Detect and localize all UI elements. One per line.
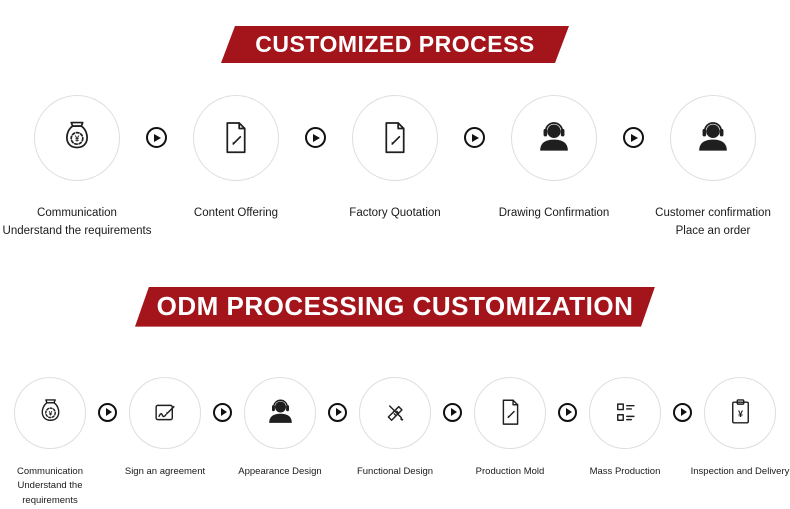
step-label: Functional Design	[356, 465, 434, 477]
step-label: Factory Quotation	[349, 207, 441, 219]
headset-person-icon	[535, 119, 573, 157]
odm-processing-title: ODM PROCESSING CUSTOMIZATION	[156, 291, 634, 322]
step-appearance-design: Appearance Design	[232, 376, 328, 480]
step-communication: ¥ Communication Understand the requireme…	[3, 95, 151, 241]
svg-text:¥: ¥	[48, 410, 52, 417]
step-circle	[511, 95, 597, 181]
headset-person-icon	[265, 397, 296, 428]
step-circle	[474, 376, 546, 449]
inspection-clipboard-icon: ¥	[725, 397, 756, 428]
step-communication: ¥ Communication Understand the requireme…	[2, 376, 98, 509]
next-arrow-icon	[98, 402, 117, 422]
next-arrow-icon	[328, 402, 347, 422]
next-arrow-icon	[464, 127, 485, 148]
next-arrow-icon	[673, 402, 692, 422]
step-factory-quotation: Factory Quotation	[326, 95, 464, 223]
design-tools-icon	[380, 397, 411, 428]
sign-agreement-icon	[150, 397, 181, 428]
customized-process-title: CUSTOMIZED PROCESS	[255, 31, 535, 57]
step-circle	[193, 95, 279, 181]
odm-process-row: ¥ Communication Understand the requireme…	[0, 376, 790, 509]
step-label: Customer confirmation Place an order	[655, 207, 771, 237]
step-circle	[670, 95, 756, 181]
customized-process-banner: CUSTOMIZED PROCESS	[221, 26, 569, 63]
step-production-mold: Production Mold	[462, 376, 558, 480]
document-edit-icon	[376, 119, 414, 157]
step-label: Appearance Design	[238, 465, 322, 477]
step-circle	[244, 376, 316, 449]
step-circle: ¥	[34, 95, 120, 181]
step-label: Communication Understand the requirement…	[2, 207, 152, 237]
next-arrow-icon	[305, 127, 326, 148]
step-label: Sign an agreement	[124, 465, 206, 477]
step-label: Content Offering	[193, 207, 279, 219]
step-label: Mass Production	[589, 465, 661, 477]
step-label: Inspection and Delivery	[690, 465, 790, 477]
odm-processing-banner: ODM PROCESSING CUSTOMIZATION	[135, 287, 655, 327]
svg-text:¥: ¥	[75, 133, 80, 143]
headset-person-icon	[694, 119, 732, 157]
next-arrow-icon	[146, 127, 167, 148]
money-bag-icon: ¥	[35, 397, 66, 428]
customized-process-row: ¥ Communication Understand the requireme…	[0, 95, 790, 241]
step-circle	[129, 376, 201, 449]
step-circle: ¥	[14, 376, 86, 449]
step-label: Drawing Confirmation	[498, 207, 610, 219]
step-circle: ¥	[704, 376, 776, 449]
step-circle	[359, 376, 431, 449]
document-edit-icon	[217, 119, 255, 157]
step-content-offering: Content Offering	[167, 95, 305, 223]
checklist-icon	[610, 397, 641, 428]
step-inspection-delivery: ¥ Inspection and Delivery	[691, 376, 789, 480]
step-label: Production Mold	[475, 465, 545, 477]
next-arrow-icon	[558, 402, 577, 422]
svg-text:¥: ¥	[737, 409, 742, 419]
next-arrow-icon	[443, 402, 462, 422]
step-label: Communication Understand the requirement…	[17, 465, 83, 507]
money-bag-icon: ¥	[58, 119, 96, 157]
next-arrow-icon	[623, 127, 644, 148]
next-arrow-icon	[213, 402, 232, 422]
step-customer-confirmation: Customer confirmation Place an order	[644, 95, 782, 241]
step-sign-agreement: Sign an agreement	[117, 376, 213, 480]
step-mass-production: Mass Production	[577, 376, 673, 480]
step-circle	[589, 376, 661, 449]
step-drawing-confirmation: Drawing Confirmation	[485, 95, 623, 223]
step-circle	[352, 95, 438, 181]
step-functional-design: Functional Design	[347, 376, 443, 480]
document-edit-icon	[495, 397, 526, 428]
